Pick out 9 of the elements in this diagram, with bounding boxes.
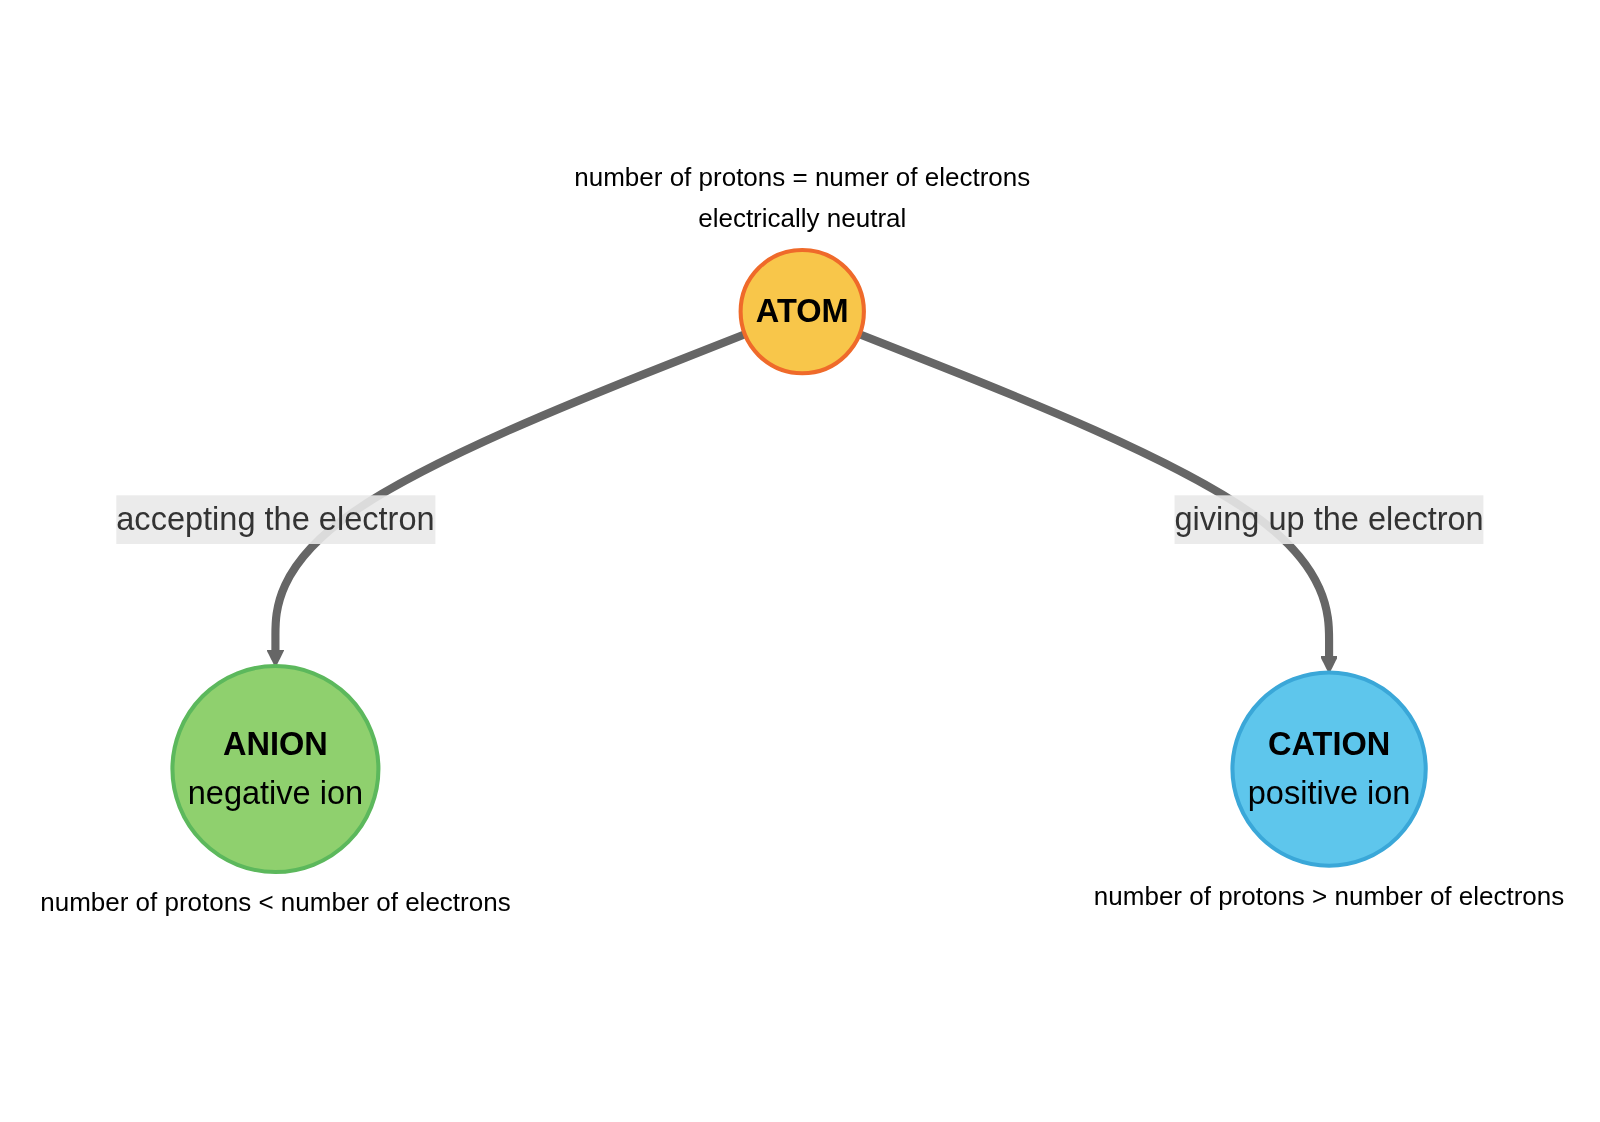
note-text: number of protons > number of electrons (1093, 879, 1565, 913)
node-circle: CATION positive ion (1230, 670, 1428, 868)
edge-label: accepting the electron (116, 501, 435, 536)
node-circle: ATOM (738, 247, 866, 376)
edge-label: giving up the electron (1174, 501, 1484, 536)
note-text: number of protons < number of electrons (40, 886, 511, 920)
note-text: number of protons = numer of electrons (574, 160, 1031, 194)
note-text: electrically neutral (698, 202, 907, 236)
node-circle: ANION negative ion (170, 664, 381, 875)
